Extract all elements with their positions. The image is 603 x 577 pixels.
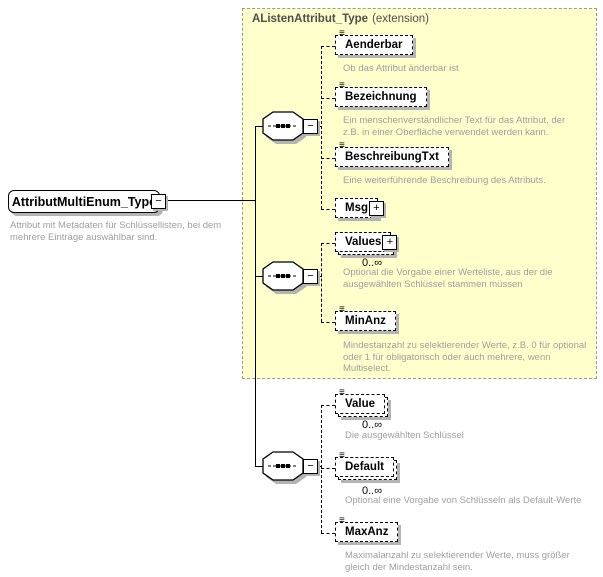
element-bezeichnung[interactable]: ≡Bezeichnung [335, 81, 427, 107]
element-annotation: Optional die Vorgabe einer Werteliste, a… [343, 267, 553, 290]
text-content-icon: ≡ [339, 387, 345, 398]
connector-line [321, 322, 335, 323]
root-annotation: Attribut mit Metadaten für Schlüssellist… [10, 220, 222, 243]
element-values[interactable]: Values+ [335, 232, 398, 255]
multiplicity-label: 0..∞ [362, 485, 383, 497]
connector-line [316, 126, 322, 127]
multiplicity-label: 0..∞ [362, 257, 383, 269]
extension-container [242, 8, 597, 379]
text-content-icon: ≡ [339, 140, 345, 151]
element-msg[interactable]: Msg+ [335, 198, 384, 218]
element-annotation: Mindestanzahl zu selektierender Werte, z… [343, 340, 587, 374]
element-label: Default [345, 461, 384, 473]
connector-line [316, 466, 322, 467]
element-label: Values [345, 236, 382, 248]
element-label: MaxAnz [345, 526, 389, 538]
connector-line [321, 533, 335, 534]
element-label: MinAnz [345, 315, 386, 327]
element-annotation: Die ausgewählten Schlüssel [345, 430, 464, 441]
collapse-toggle-sequence-1[interactable]: − [303, 119, 318, 134]
element-label: Aenderbar [345, 39, 403, 51]
extension-label: (extension) [372, 13, 429, 25]
element-annotation: Eine weiterführende Beschreibung des Att… [343, 175, 546, 186]
collapse-toggle-sequence-3[interactable]: − [303, 459, 318, 474]
connector-line [255, 126, 265, 127]
sequence-compositor-icon[interactable] [262, 449, 308, 487]
root-element-attributmultienum-type[interactable]: AttributMultiEnum_Type [8, 190, 160, 213]
element-annotation: Maximalanzahl zu selektierender Werte, m… [345, 550, 570, 573]
connector-line [255, 466, 265, 467]
connector-line [321, 243, 335, 244]
element-annotation: Ob das Attribut änderbar ist [343, 63, 459, 74]
text-content-icon: ≡ [339, 450, 345, 461]
connector-line [321, 46, 322, 209]
root-element-label: AttributMultiEnum_Type [11, 194, 157, 209]
connector-line [321, 243, 322, 322]
element-minanz[interactable]: ≡MinAnz [335, 305, 396, 331]
connector-line [321, 46, 335, 47]
collapse-toggle-sequence-2[interactable]: − [303, 269, 318, 284]
connector-line [321, 405, 335, 406]
element-default[interactable]: ≡Default [335, 451, 397, 480]
expand-toggle-msg[interactable]: + [369, 200, 384, 216]
element-maxanz[interactable]: ≡MaxAnz [335, 516, 399, 542]
text-content-icon: ≡ [339, 515, 345, 526]
connector-line [255, 276, 265, 277]
connector-line [321, 209, 335, 210]
connector-line [164, 200, 256, 201]
multiplicity-label: 0..∞ [362, 419, 383, 431]
text-content-icon: ≡ [339, 80, 345, 91]
text-content-icon: ≡ [339, 28, 345, 39]
extension-type-name: AListenAttribut_Type [252, 13, 369, 25]
element-aenderbar[interactable]: ≡Aenderbar [335, 29, 413, 55]
element-label: Msg [345, 202, 368, 214]
connector-line [255, 126, 256, 466]
connector-line [321, 98, 335, 99]
connector-line [321, 468, 335, 469]
element-label: Bezeichnung [345, 91, 417, 103]
text-content-icon: ≡ [339, 304, 345, 315]
element-annotation: Ein menschenverständlicher Text für das … [343, 115, 566, 138]
connector-line [321, 405, 322, 533]
sequence-compositor-icon[interactable] [262, 109, 308, 147]
connector-line [316, 276, 322, 277]
element-annotation: Optional eine Vorgabe von Schlüsseln als… [345, 495, 582, 506]
element-beschreibungtxt[interactable]: ≡BeschreibungTxt [335, 141, 449, 167]
extension-title: AListenAttribut_Type(extension) [252, 13, 429, 25]
connector-line [321, 158, 335, 159]
sequence-compositor-icon[interactable] [262, 259, 308, 297]
element-label: BeschreibungTxt [345, 151, 439, 163]
element-value[interactable]: ≡Value [335, 388, 389, 417]
expand-toggle-values[interactable]: + [382, 234, 398, 250]
element-label: Value [345, 398, 376, 410]
collapse-toggle-root[interactable]: − [151, 194, 166, 209]
